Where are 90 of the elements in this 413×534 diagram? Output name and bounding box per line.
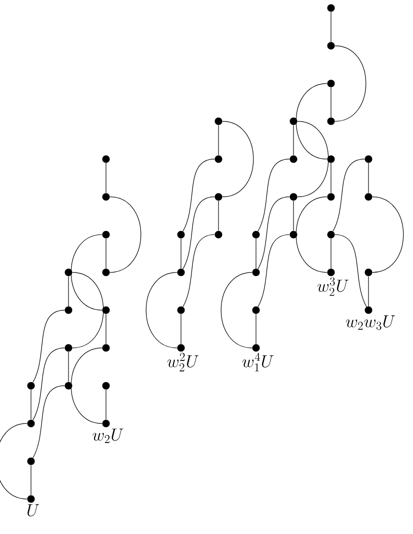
vertex-dot <box>214 193 222 201</box>
connector-line <box>222 121 254 198</box>
vertex-dot <box>290 193 298 201</box>
connector-line <box>182 196 215 270</box>
connector-line <box>32 310 65 383</box>
connector-line <box>110 196 142 273</box>
connector-line <box>68 276 69 306</box>
vertex-dot <box>327 193 335 201</box>
vertex-dot <box>214 230 222 238</box>
vertex-label: $U$ <box>28 504 40 516</box>
vertex-dot <box>327 155 335 163</box>
connector-line <box>296 83 328 160</box>
connector-line <box>70 234 102 310</box>
vertex-dot <box>102 306 110 314</box>
vertex-dot <box>327 118 335 126</box>
connector-line <box>68 352 69 382</box>
connector-line <box>32 348 65 420</box>
connector-line <box>332 158 365 232</box>
connector-line <box>30 464 32 496</box>
connector-line <box>30 389 32 420</box>
vertex-dot <box>27 495 35 503</box>
connector-line <box>258 158 290 232</box>
connector-line <box>70 348 102 424</box>
connector-line <box>220 272 252 348</box>
connector-line <box>330 238 332 269</box>
vertex-dot <box>27 458 35 465</box>
vertex-dot <box>290 118 298 126</box>
connector-line <box>182 234 215 308</box>
vertex-dot <box>252 306 260 314</box>
vertex-dot <box>102 230 110 238</box>
vertex-dot <box>364 306 372 314</box>
vertex-dot <box>27 382 35 390</box>
vertex-dot <box>64 382 72 390</box>
connector-line <box>218 124 219 156</box>
connector-line <box>372 196 404 273</box>
vertex-dot <box>177 268 185 276</box>
vertex-dot <box>64 344 72 352</box>
vertex-dot <box>102 155 110 163</box>
vertex-dot <box>290 155 298 163</box>
vertex-dot <box>214 155 222 163</box>
vertex-dot <box>64 268 72 276</box>
vertex-dot <box>64 306 72 314</box>
connector-line <box>180 238 182 269</box>
vertex-dot <box>327 42 335 50</box>
vertex-dot <box>102 344 110 352</box>
connector-line <box>72 272 104 348</box>
connector-line <box>297 121 329 198</box>
vertex-dot <box>327 268 335 276</box>
connector-line <box>296 196 328 273</box>
connector-line <box>258 234 290 308</box>
vertex-dot <box>102 420 110 428</box>
connector-line <box>218 200 219 231</box>
vertex-label: $w_2w_3U$ <box>346 315 395 330</box>
connector-line <box>293 124 294 156</box>
vertex-dot <box>364 268 372 276</box>
vertex-dot <box>177 344 185 352</box>
vertex-label: $w_2^2U$ <box>167 352 199 372</box>
vertex-dot <box>252 344 260 352</box>
connector-line <box>368 276 369 306</box>
connector-line <box>258 196 290 270</box>
vertex-dot <box>327 230 335 238</box>
connector-line <box>334 45 366 122</box>
vertex-dot <box>27 420 35 428</box>
vertex-label: $w_1^4U$ <box>242 352 274 372</box>
connector-line <box>293 200 294 231</box>
connector-line <box>182 158 215 232</box>
vertex-dot <box>290 230 298 238</box>
connector-line <box>330 12 332 42</box>
connector-line <box>334 234 367 308</box>
connector-line <box>180 314 182 344</box>
connector-line <box>330 162 332 194</box>
vertex-dot <box>102 382 110 390</box>
connector-line <box>146 272 178 348</box>
connector-line <box>368 162 369 194</box>
vertex-dot <box>364 193 372 201</box>
vertex-dot <box>102 193 110 201</box>
vertex-dot <box>177 306 185 314</box>
vertex-dot <box>327 4 335 12</box>
vertex-dot <box>177 230 185 238</box>
vertex-dot <box>102 268 110 276</box>
vertex-dot <box>214 118 222 126</box>
vertex-label: $w_2^3U$ <box>317 277 349 296</box>
connector-line <box>32 385 65 458</box>
connector-line <box>330 87 332 118</box>
vertex-label: $w_2U$ <box>92 428 124 444</box>
connector-line <box>0 423 28 500</box>
vertex-dot <box>364 155 372 163</box>
vertex-dot <box>252 230 260 238</box>
vertex-dot <box>252 268 260 276</box>
vertex-dot <box>327 80 335 88</box>
